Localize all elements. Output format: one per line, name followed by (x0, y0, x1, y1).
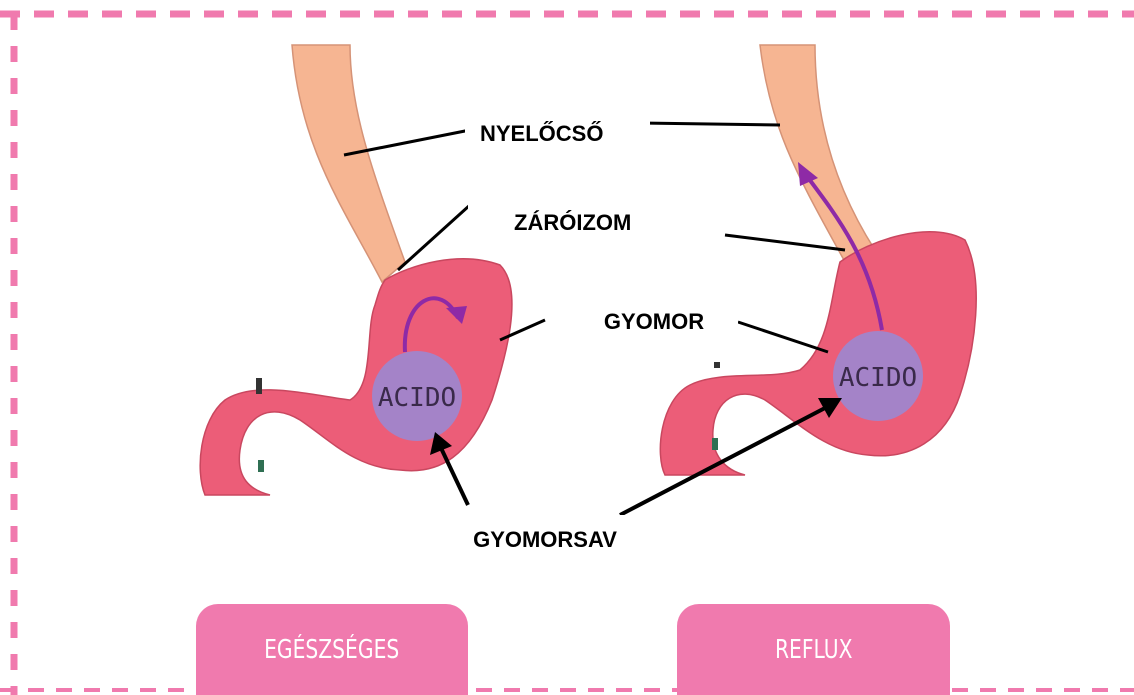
reflux-esophagus (760, 45, 875, 262)
healthy-stomach (200, 259, 512, 495)
tab-reflux-label: REFLUX (775, 635, 853, 665)
label-sphincter: ZÁRÓIZOM (468, 188, 723, 258)
tab-healthy-label: EGÉSZSÉGES (264, 635, 399, 665)
healthy-esophagus (292, 45, 405, 282)
label-esophagus: NYELŐCSŐ (465, 92, 650, 176)
tab-reflux[interactable]: REFLUX (677, 604, 950, 695)
reflux-acid-label: ACIDO (839, 363, 917, 393)
healthy-acid-label: ACIDO (378, 383, 456, 413)
acid-pointer-arrows (430, 398, 842, 515)
label-stomach-acid: GYOMORSAV (430, 515, 660, 565)
label-stomach: GYOMOR (570, 282, 738, 362)
tab-healthy[interactable]: EGÉSZSÉGES (196, 604, 468, 695)
